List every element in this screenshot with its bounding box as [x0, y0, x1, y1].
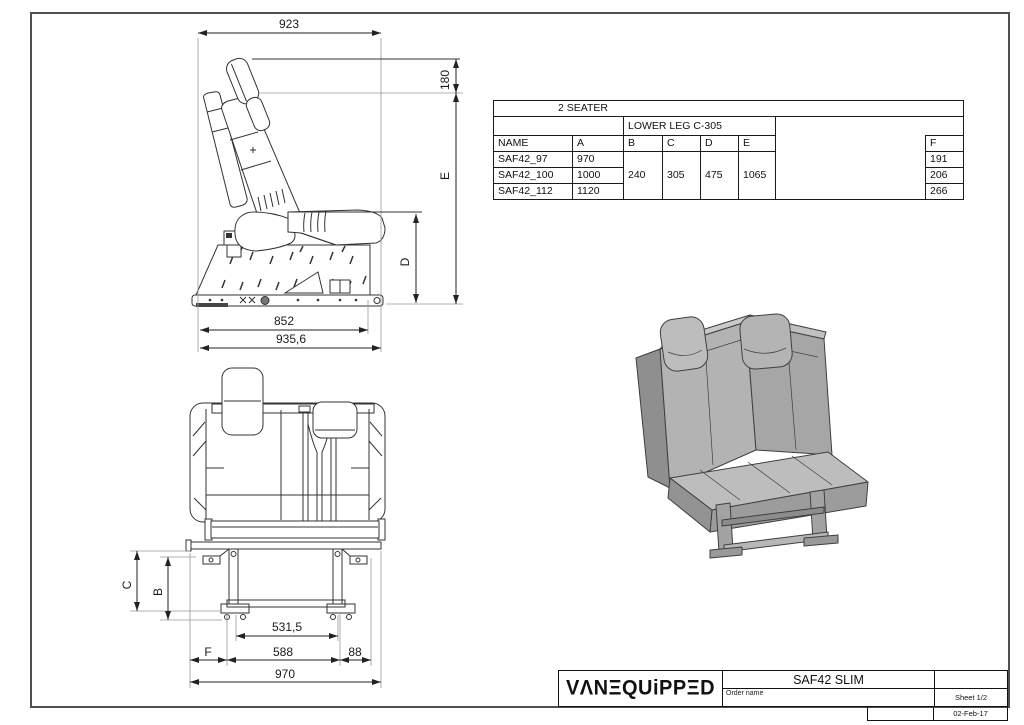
cell-name: SAF42_97 [493, 151, 573, 168]
cell-a: 1000 [572, 167, 624, 184]
table-cell [925, 116, 964, 136]
dim-label-e: E [438, 172, 452, 180]
dim-label-935: 935,6 [276, 332, 306, 346]
col-header-a: A [572, 135, 624, 152]
cell-name: SAF42_100 [493, 167, 573, 184]
cell-f: 191 [925, 151, 964, 168]
col-header-name: NAME [493, 135, 573, 152]
col-header-e: E [738, 135, 776, 152]
date-row: 02-Feb-17 [867, 707, 1008, 721]
dim-label-852: 852 [274, 314, 294, 328]
col-header-f: F [925, 135, 964, 152]
dim-label-970: 970 [275, 667, 295, 681]
isometric-render [635, 313, 869, 559]
order-name-label: Order name [723, 688, 934, 706]
col-header-b: B [623, 135, 663, 152]
cell-a: 1120 [572, 183, 624, 200]
col-header-d: D [700, 135, 739, 152]
dim-label-180: 180 [438, 70, 452, 90]
dim-label-d: D [398, 257, 412, 266]
sheet-number: Sheet 1/2 [935, 688, 1007, 706]
table-cell [493, 116, 624, 136]
cell-d-shared: 475 [700, 151, 739, 200]
dim-label-b: B [151, 588, 165, 596]
spec-table: 2 SEATER LOWER LEG C-305 NAME A B C D E … [493, 100, 964, 200]
dim-label-88: 88 [348, 645, 362, 659]
product-name: SAF42 SLIM [793, 672, 864, 687]
col-header-c: C [662, 135, 701, 152]
cell-f: 206 [925, 167, 964, 184]
cell-b-shared: 240 [623, 151, 663, 200]
cell-e-shared: 1065 [738, 151, 776, 200]
dim-label-5315: 531,5 [272, 620, 302, 634]
table-group-header: 2 SEATER [493, 100, 964, 117]
table-leg-header: LOWER LEG C-305 [623, 116, 776, 136]
title-block-middle: SAF42 SLIM Order name [723, 671, 935, 706]
dim-label-f: F [204, 645, 211, 659]
drawing-date: 02-Feb-17 [934, 707, 1008, 721]
side-view [191, 57, 386, 307]
title-block: VΛNΞQUiPPΞD SAF42 SLIM Order name Sheet … [558, 670, 1008, 707]
dim-label-588: 588 [273, 645, 293, 659]
cell-a: 970 [572, 151, 624, 168]
front-view [185, 367, 386, 620]
sheet-frame [30, 12, 1010, 708]
table-cell [775, 116, 926, 200]
side-view-dimensions: 923 180 E D 852 935,6 [197, 17, 463, 352]
dim-label-c: C [120, 580, 134, 589]
vanequipped-logo: VΛNΞQUiPPΞD [559, 670, 723, 707]
cell-name: SAF42_112 [493, 183, 573, 200]
cell-f: 266 [925, 183, 964, 200]
cell-c-shared: 305 [662, 151, 701, 200]
front-headrest-right [312, 401, 358, 439]
title-block-right: Sheet 1/2 [935, 671, 1007, 706]
title-block-empty-cell [935, 671, 1007, 688]
front-view-dimensions: C B 531,5 F 588 88 970 [120, 550, 382, 688]
dim-label-923: 923 [279, 17, 299, 31]
table-row: SAF42_112 1120 266 [493, 183, 964, 200]
date-empty-cell [867, 707, 934, 721]
